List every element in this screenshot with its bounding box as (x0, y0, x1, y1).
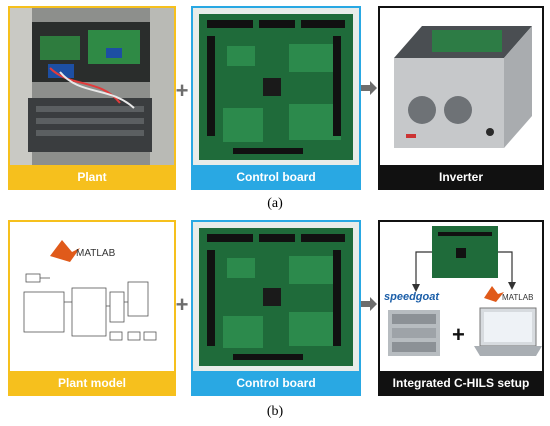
hils-setup-panel: speedgoat MATLAB + Integrated C-HILS set… (378, 220, 544, 396)
plant-model-schematic: MATLAB (10, 222, 174, 372)
subfigure-label-a: (a) (267, 196, 283, 211)
control-board-panel-a: Control board (191, 6, 361, 190)
matlab-text-b: MATLAB (502, 293, 533, 302)
plus-icon: + (175, 78, 189, 103)
matlab-text: MATLAB (76, 248, 116, 259)
hils-setup-photo: speedgoat MATLAB + (380, 222, 542, 372)
control-board-caption-a: Control board (193, 165, 359, 188)
control-board-caption-b: Control board (193, 371, 359, 394)
arrow-right-icon-b (360, 296, 378, 312)
inverter-caption: Inverter (380, 165, 542, 188)
control-board-photo-a (193, 8, 359, 166)
matlab-logo-icon-b (484, 286, 504, 302)
plant-model-panel: MATLAB Plant model (8, 220, 176, 396)
plant-caption: Plant (10, 165, 174, 188)
plant-model-caption: Plant model (10, 371, 174, 394)
matlab-logo-icon (50, 240, 80, 262)
subfigure-label-b: (b) (266, 404, 284, 419)
control-board-photo-b (193, 222, 359, 372)
plus-icon-c: + (452, 322, 465, 347)
arrow-right-icon (360, 80, 378, 96)
plant-photo (10, 8, 174, 166)
inverter-photo (380, 8, 542, 166)
speedgoat-text: speedgoat (384, 291, 440, 303)
plus-icon-b: + (175, 292, 189, 317)
hils-setup-caption: Integrated C-HILS setup (380, 371, 542, 394)
inverter-panel: Inverter (378, 6, 544, 190)
plant-panel: Plant (8, 6, 176, 190)
control-board-panel-b: Control board (191, 220, 361, 396)
